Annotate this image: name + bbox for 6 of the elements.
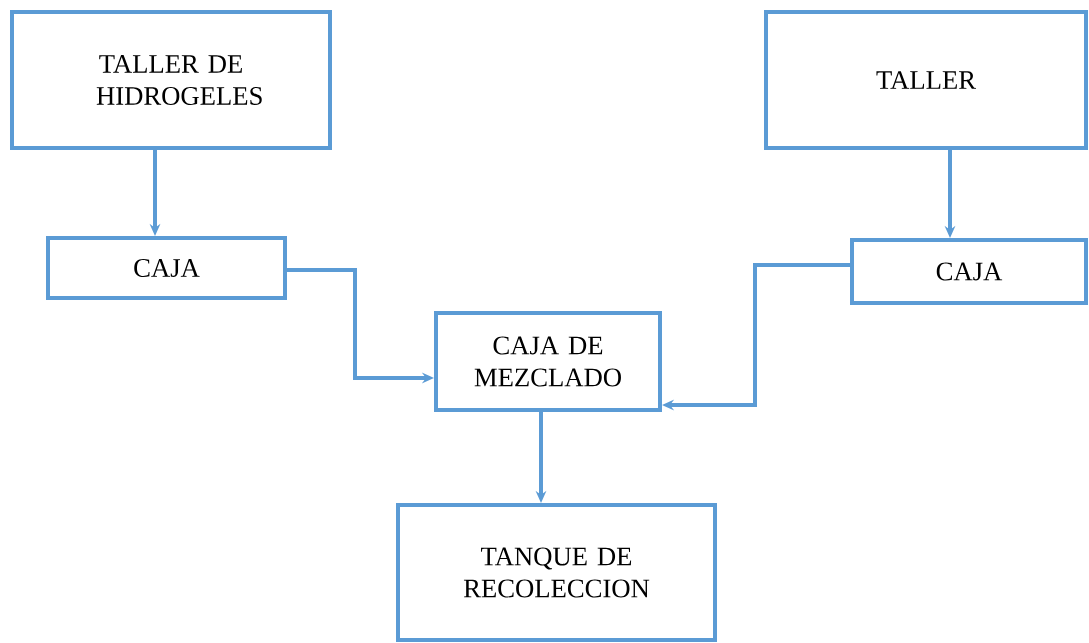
process-box: TALLER (764, 10, 1088, 150)
process-box: CAJA (850, 238, 1088, 305)
process-box: TANQUE DE RECOLECCION (396, 503, 717, 642)
process-box: CAJA (46, 236, 287, 300)
process-box: CAJA DE MEZCLADO (434, 311, 662, 412)
process-box: TALLER DE HIDROGELES (10, 10, 332, 150)
